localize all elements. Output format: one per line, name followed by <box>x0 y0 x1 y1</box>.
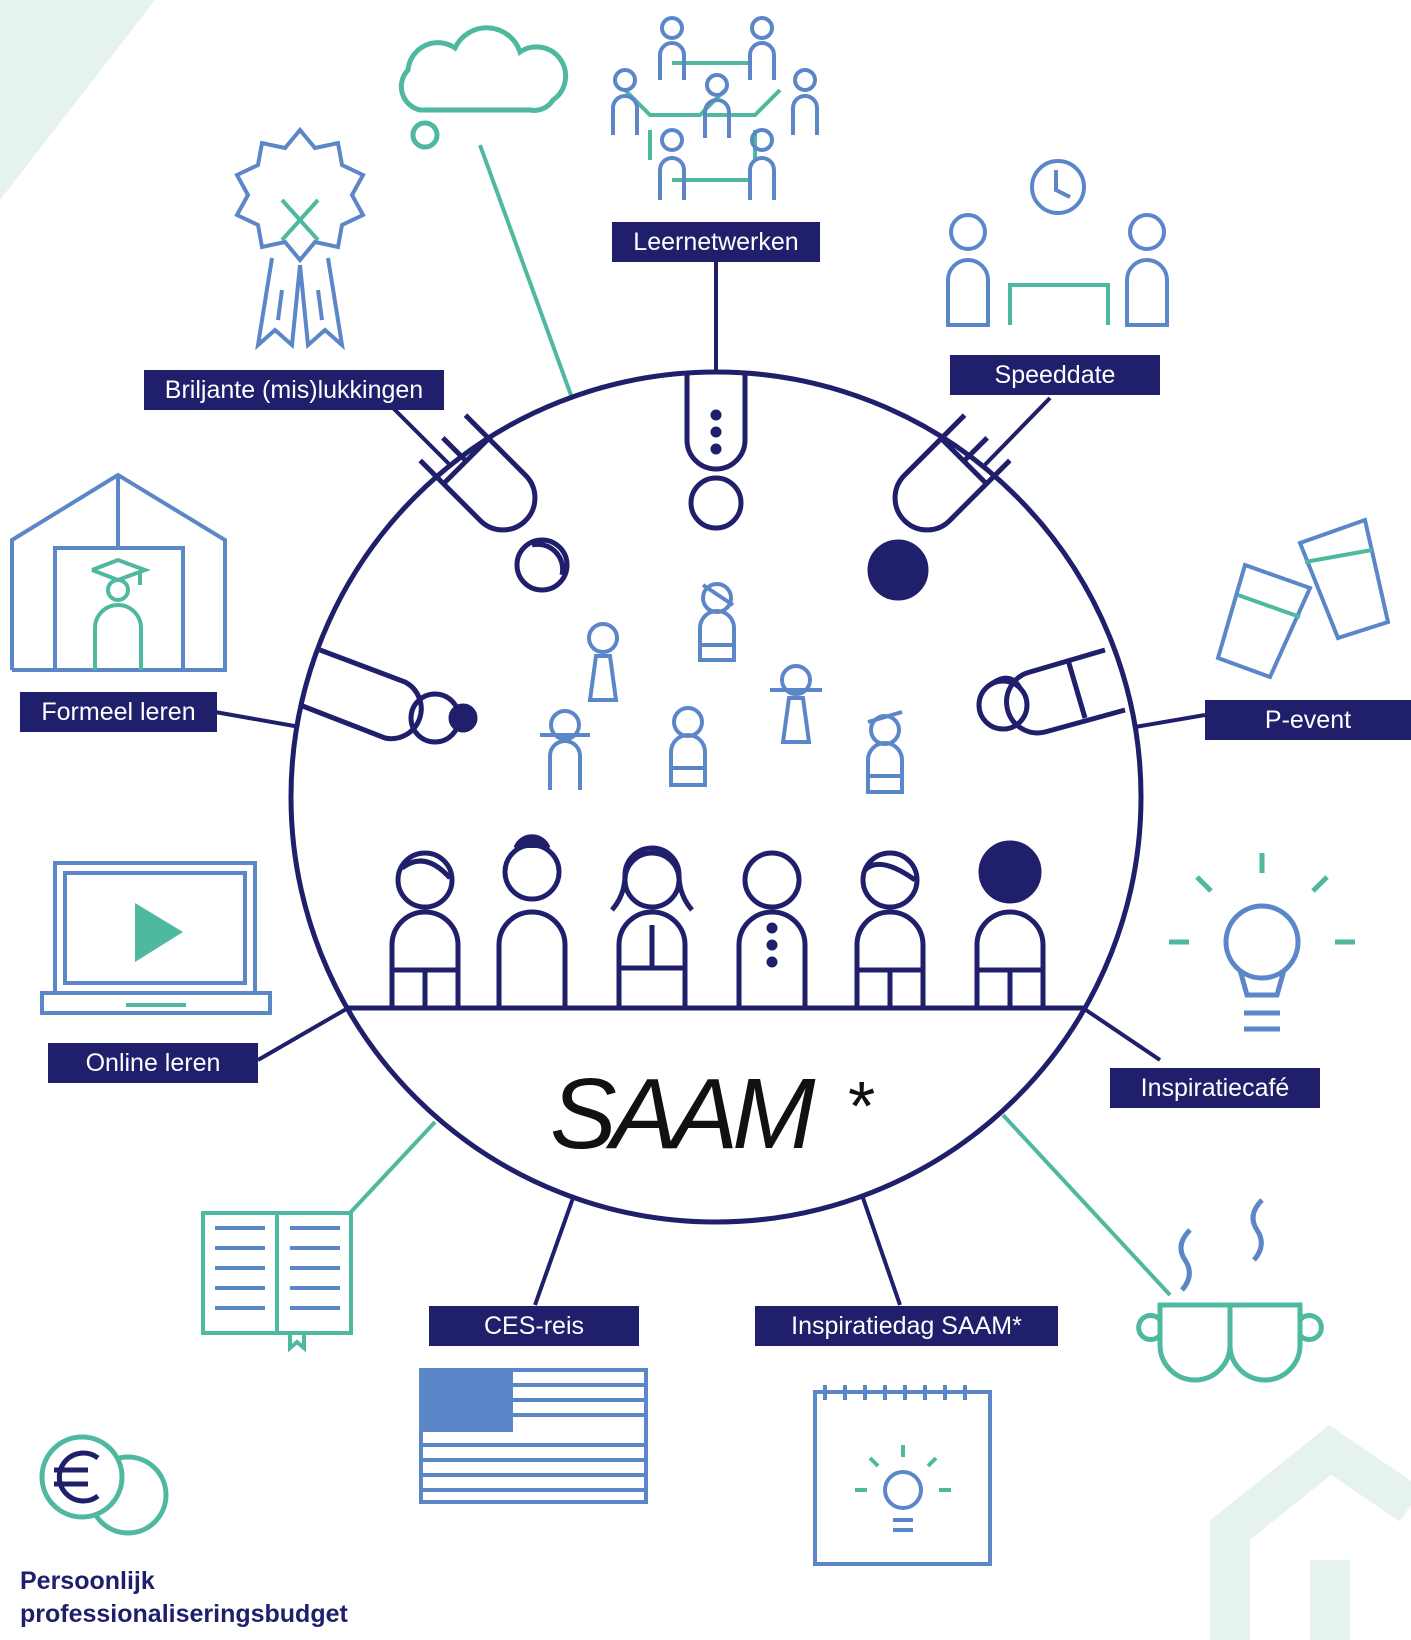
label-formeel-leren: Formeel leren <box>20 692 217 732</box>
euro-coins-icon <box>39 1434 169 1536</box>
saam-logo: SAAM * <box>550 1058 875 1170</box>
label-briljante-mislukkingen: Briljante (mis)lukkingen <box>144 370 444 410</box>
label-ces-reis: CES-reis <box>429 1306 639 1346</box>
background-watermark-top-left <box>0 0 155 200</box>
label-speeddate: Speeddate <box>950 355 1160 395</box>
drinks-glasses-icon <box>1215 517 1391 680</box>
network-people-icon <box>611 16 819 200</box>
connector-lines <box>214 144 1206 1306</box>
usa-flag-icon <box>419 1368 648 1504</box>
laptop-play-icon <box>40 861 272 1015</box>
open-book-icon <box>201 1211 353 1353</box>
label-leernetwerken: Leernetwerken <box>612 222 820 262</box>
label-inspiratiecafe: Inspiratiecafé <box>1110 1068 1320 1108</box>
people-row <box>389 834 1046 1006</box>
lightbulb-icon <box>1169 853 1355 1032</box>
reaching-figures <box>299 375 1126 745</box>
saam-logo-text: SAAM <box>550 1058 816 1170</box>
saam-logo-mark: * <box>848 1067 875 1145</box>
small-figures <box>540 582 904 794</box>
budget-caption: Persoonlijk professionaliseringsbudget <box>20 1565 348 1631</box>
background-watermark-bottom-right <box>1210 1425 1411 1640</box>
label-p-event: P-event <box>1205 700 1411 740</box>
cloud-icon <box>398 25 569 150</box>
label-inspiratiedag-saam: Inspiratiedag SAAM* <box>755 1306 1058 1346</box>
budget-caption-line2: professionaliseringsbudget <box>20 1600 348 1628</box>
award-rosette-icon <box>234 126 366 351</box>
coffee-cups-icon <box>1136 1198 1324 1383</box>
meeting-table-clock-icon <box>946 159 1169 327</box>
school-graduate-icon <box>10 472 227 672</box>
calendar-lightbulb-icon <box>813 1385 992 1566</box>
label-online-leren: Online leren <box>48 1043 258 1083</box>
budget-caption-line1: Persoonlijk <box>20 1567 155 1595</box>
